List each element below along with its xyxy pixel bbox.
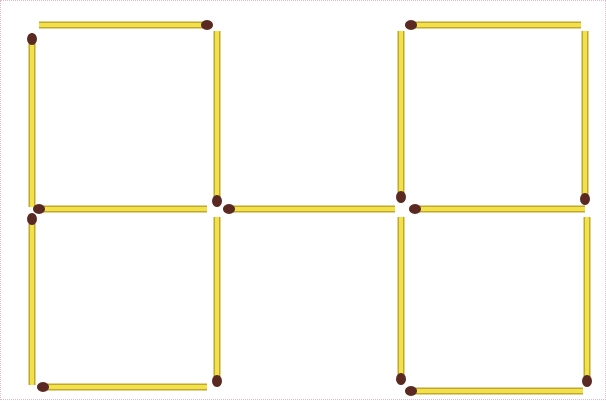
matchstick-head [212, 195, 222, 207]
matchstick-head [201, 20, 213, 30]
matchstick-10[interactable] [27, 213, 37, 385]
matchstick-head [396, 373, 406, 385]
matchstick-6[interactable] [405, 20, 581, 30]
matchstick-12[interactable] [37, 382, 207, 392]
matchstick-head [405, 386, 417, 396]
matchstick-7[interactable] [396, 31, 406, 203]
matchstick-head [580, 193, 590, 205]
matchstick-15[interactable] [405, 386, 583, 396]
matchstick-head [27, 213, 37, 225]
matchstick-13[interactable] [396, 217, 406, 385]
matchstick-4[interactable] [33, 204, 207, 214]
matchstick-head [582, 375, 592, 387]
matchstick-9[interactable] [409, 204, 585, 214]
matchstick-14[interactable] [582, 217, 592, 387]
matchstick-5[interactable] [223, 204, 395, 214]
matchstick-head [33, 204, 45, 214]
matchstick-1[interactable] [39, 20, 213, 30]
matchstick-head [212, 375, 222, 387]
matchstick-head [223, 204, 235, 214]
matchstick-3[interactable] [212, 31, 222, 207]
matchstick-8[interactable] [580, 31, 590, 205]
matchstick-head [27, 33, 37, 45]
matchstick-2[interactable] [27, 33, 37, 207]
matchstick-11[interactable] [212, 217, 222, 387]
matchstick-head [37, 382, 49, 392]
matchstick-head [409, 204, 421, 214]
matchstick-head [405, 20, 417, 30]
matchstick-head [396, 191, 406, 203]
